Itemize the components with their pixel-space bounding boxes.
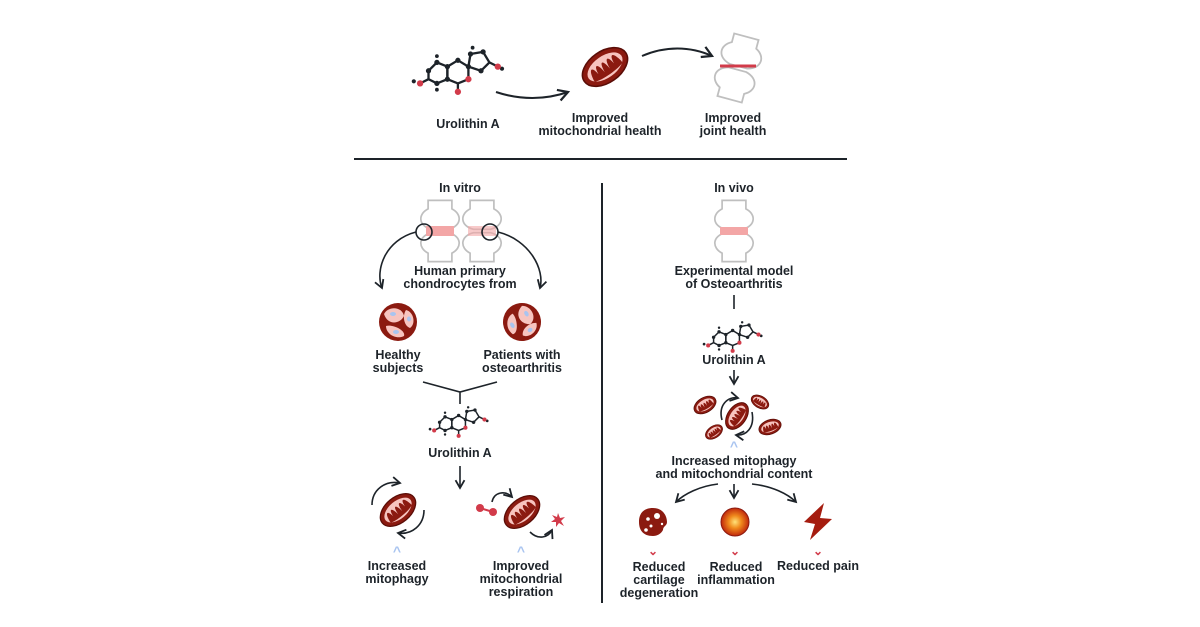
reactive-star-icon [551, 513, 565, 527]
up-indicator-icon: ^ [729, 438, 739, 454]
lightning-icon [804, 503, 832, 540]
oa-joint-icon [713, 199, 755, 263]
down-indicator-icon: ⌄ [647, 544, 659, 558]
experimental-model-label: Experimental model of Osteoarthritis [674, 264, 794, 291]
up-indicator-icon: ^ [516, 543, 526, 559]
in-vivo-title: In vivo [714, 181, 754, 195]
up-indicator-icon: ^ [392, 543, 402, 559]
reduced-inflammation-label: Reduced inflammation [697, 560, 775, 587]
down-indicator-icon: ⌄ [812, 544, 824, 558]
in-vitro-title: In vitro [439, 181, 481, 195]
down-indicator-icon: ⌄ [729, 544, 741, 558]
top-joint-label: Improved joint health [699, 111, 767, 138]
cartilage-icon [639, 508, 667, 536]
top-mito-label: Improved mitochondrial health [538, 111, 662, 138]
column-divider [601, 183, 603, 603]
reduced-cartilage-label: Reduced cartilage degeneration [619, 560, 699, 600]
oa-patients-label: Patients with osteoarthritis [482, 348, 562, 375]
improved-respiration-label: Improved mitochondrial respiration [479, 559, 563, 599]
chondrocytes-label: Human primary chondrocytes from [403, 264, 517, 291]
healthy-subjects-label: Healthy subjects [372, 348, 424, 375]
section-divider [354, 158, 847, 160]
in-vitro-molecule-label: Urolithin A [428, 446, 492, 460]
reduced-pain-label: Reduced pain [777, 559, 859, 573]
healthy-joint-icon [419, 199, 461, 263]
in-vivo-molecule-label: Urolithin A [702, 353, 766, 367]
increased-mitophagy-label: Increased mitophagy [365, 559, 429, 586]
knee-joint-icon [709, 30, 767, 106]
top-molecule-label: Urolithin A [436, 117, 500, 131]
increased-mitophagy-content-label: Increased mitophagy and mitochondrial co… [655, 454, 813, 481]
inflammation-icon [720, 507, 750, 537]
